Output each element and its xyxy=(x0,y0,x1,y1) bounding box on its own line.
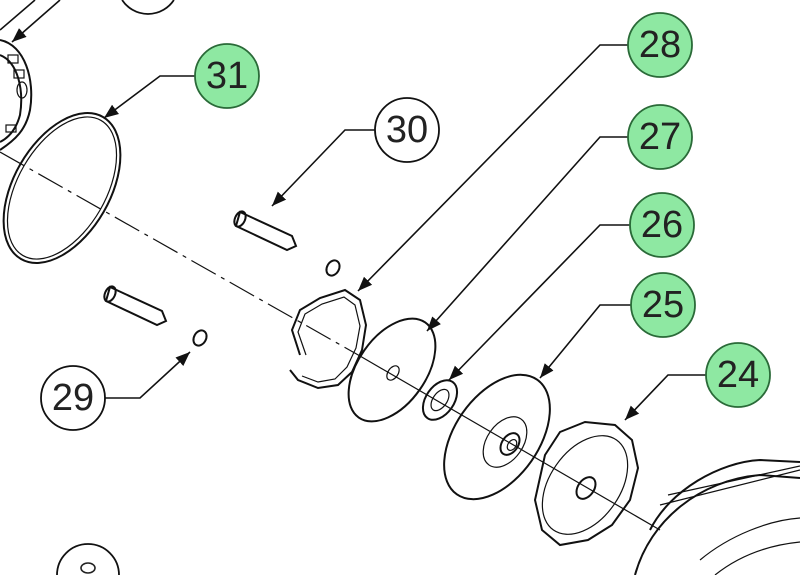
callout-27[interactable]: 27 xyxy=(627,104,693,170)
housing-left-part xyxy=(0,39,33,151)
clutch-disc-25 xyxy=(443,373,551,501)
callout-label: 28 xyxy=(639,24,681,66)
washer-26 xyxy=(421,379,459,421)
callout-31[interactable]: 31 xyxy=(194,43,260,109)
small-washer-29 xyxy=(192,329,208,347)
pin-30 xyxy=(233,210,298,252)
small-washer-30 xyxy=(325,259,341,277)
drum-housing xyxy=(634,458,800,575)
pin-29 xyxy=(103,285,168,327)
callout-30[interactable]: 30 xyxy=(374,97,440,163)
callout-label: 30 xyxy=(386,109,428,151)
centerline-dashed xyxy=(0,151,361,357)
callout-label: 31 xyxy=(206,55,248,97)
callout-28[interactable]: 28 xyxy=(627,12,693,78)
callout-partial-top xyxy=(121,0,175,15)
callout-label: 25 xyxy=(642,284,684,326)
pressure-plate-24 xyxy=(533,420,640,547)
leader-lines xyxy=(0,0,706,421)
disc-27 xyxy=(347,317,437,423)
callout-label: 29 xyxy=(52,377,94,419)
callout-label: 26 xyxy=(641,204,683,246)
centerline xyxy=(359,355,661,531)
callout-label: 24 xyxy=(717,354,759,396)
callout-24[interactable]: 24 xyxy=(705,342,771,408)
callout-29[interactable]: 29 xyxy=(40,365,106,431)
callout-26[interactable]: 26 xyxy=(629,192,695,258)
callout-partial-bottom xyxy=(56,543,120,575)
wave-spring-28 xyxy=(289,288,368,390)
callout-label: 27 xyxy=(639,116,681,158)
callout-25[interactable]: 25 xyxy=(630,272,696,338)
o-ring-31 xyxy=(2,112,122,264)
